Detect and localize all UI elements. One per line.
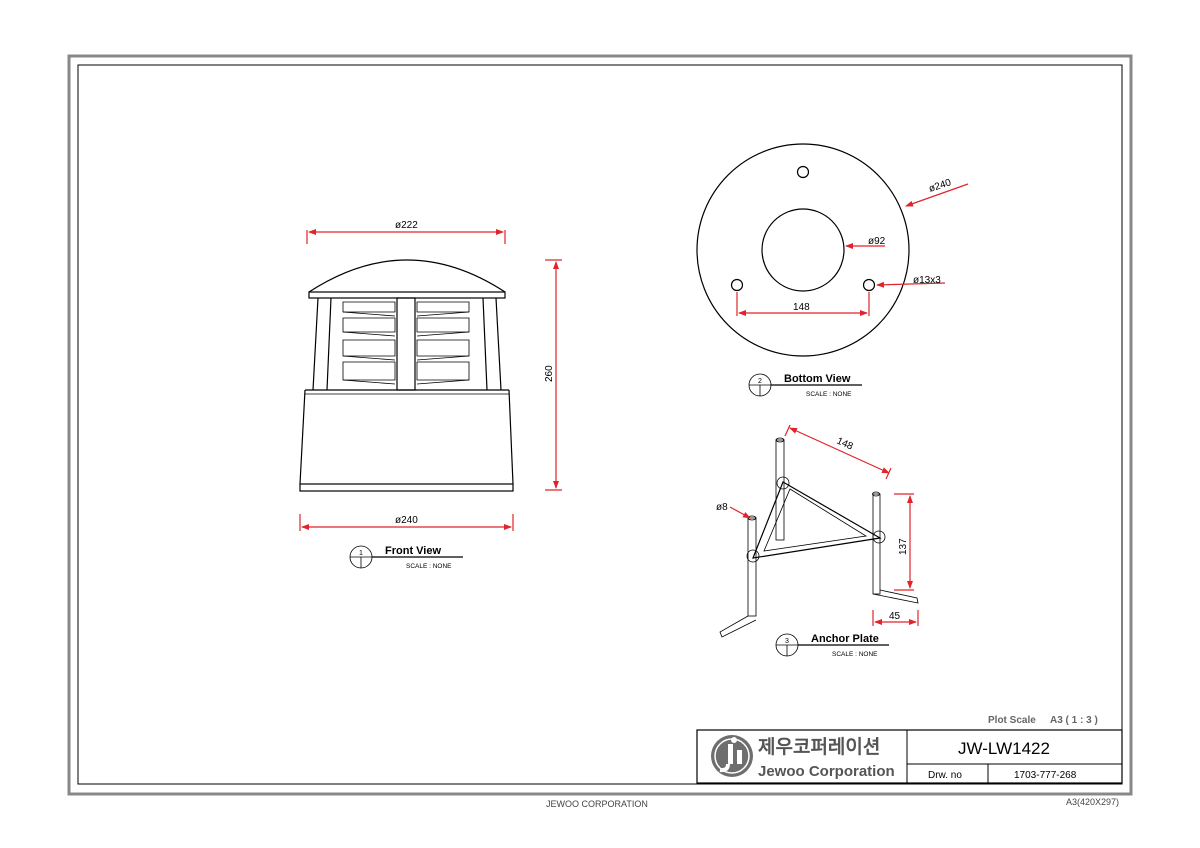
bottom-inner-dia: ø92 [868, 236, 886, 247]
front-height: 260 [544, 365, 555, 382]
company-name-ko: 제우코퍼레이션 [758, 736, 880, 758]
front-view: ø222 ø240 260 1 Front View SCALE : NONE [299, 220, 562, 570]
anchor-plate-view: 148 137 45 ø8 3 Anchor Plate SCALE : NON… [716, 424, 919, 658]
bottom-spacing: 148 [793, 302, 810, 313]
footer-paper-size: A3(420X297) [1066, 797, 1120, 807]
bottom-view-title: Bottom View [784, 373, 851, 385]
bottom-holes: ø13x3 [913, 275, 941, 286]
anchor-view-number: 3 [785, 638, 789, 645]
inner-frame [77, 64, 1123, 785]
drw-label: Drw. no [928, 770, 962, 781]
plot-scale-value: A3 ( 1 : 3 ) [1050, 715, 1098, 726]
anchor-rod-dia: ø8 [716, 502, 728, 513]
outer-frame [67, 54, 1133, 796]
front-top-dia: ø222 [395, 220, 418, 231]
front-bottom-dia: ø240 [395, 515, 418, 526]
anchor-height: 137 [898, 538, 909, 555]
bottom-view-number: 2 [758, 378, 762, 385]
title-block: Plot Scale A3 ( 1 : 3 ) 제우코퍼레이션 Jewoo Co… [696, 715, 1123, 784]
front-view-scale: SCALE : NONE [406, 563, 452, 570]
bottom-view: 148 ø92 ø13x3 ø240 2 Bottom View SCALE :… [696, 143, 969, 398]
jewoo-logo-icon [711, 735, 753, 777]
company-name-en: Jewoo Corporation [758, 763, 895, 780]
bottom-view-scale: SCALE : NONE [806, 391, 852, 398]
bottom-outer-dia: ø240 [928, 177, 953, 195]
drw-number: 1703-777-268 [1014, 770, 1077, 781]
plot-scale-label: Plot Scale [988, 715, 1036, 726]
anchor-foot: 45 [889, 611, 901, 622]
footer-company: JEWOO CORPORATION [546, 799, 648, 809]
anchor-view-title: Anchor Plate [811, 633, 879, 645]
front-view-number: 1 [359, 550, 363, 557]
model-number: JW-LW1422 [958, 739, 1050, 758]
front-view-title: Front View [385, 545, 441, 557]
anchor-view-scale: SCALE : NONE [832, 651, 878, 658]
